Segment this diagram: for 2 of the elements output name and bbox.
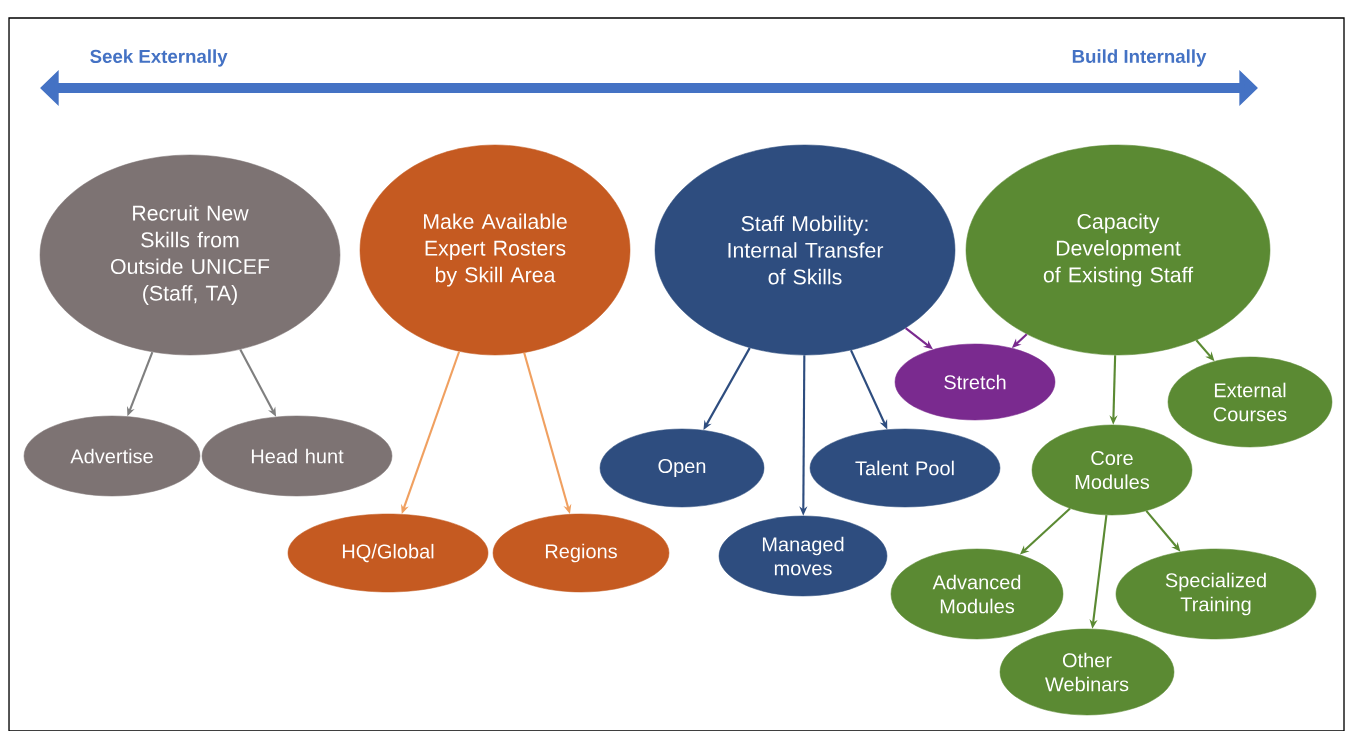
axis-label: Seek Externally	[90, 49, 228, 67]
axis-label: Build Internally	[1072, 49, 1207, 67]
